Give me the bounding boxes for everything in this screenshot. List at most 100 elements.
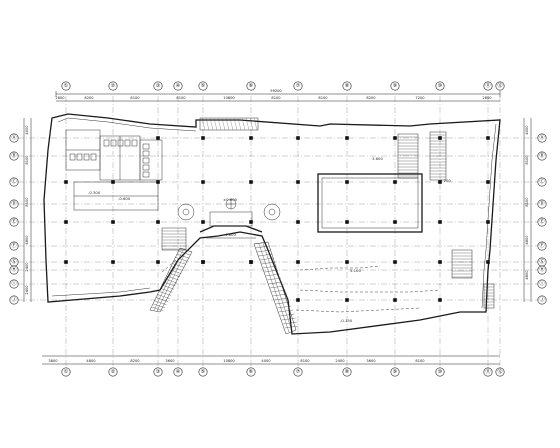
column (393, 220, 397, 224)
top-dim: 7200 (415, 96, 425, 100)
column-axis-label: ③ (156, 83, 160, 89)
right-dim: 4800 (525, 235, 529, 245)
bottom-dim: 2400 (335, 359, 345, 363)
column (486, 136, 490, 140)
left-dim: 4000 (25, 125, 29, 135)
bottom-dim: 3800 (48, 359, 58, 363)
bottom-dim: 8100 (300, 359, 310, 363)
left-dim: 8100 (25, 197, 29, 207)
row-axis-label: Ⓘ (539, 280, 544, 287)
column (296, 298, 300, 302)
column-axis-label: ④ (176, 369, 181, 375)
column-axis-label: ⑨ (393, 369, 397, 375)
column (345, 298, 349, 302)
level-labels: -0.300 ±0.000 4.800 3.600 5.100 -0.600 1… (88, 156, 451, 323)
column-axis-label: ⑫ (497, 368, 502, 375)
right-dim: 4800 (525, 270, 529, 280)
column (345, 180, 349, 184)
row-axis-label: Ⓓ (539, 200, 544, 207)
row-axis-label: Ⓐ (11, 134, 16, 141)
bottom-dim: 3600 (165, 359, 175, 363)
column (111, 260, 115, 264)
column (345, 136, 349, 140)
left-service-block (65, 129, 163, 211)
bottom-dim: 4800 (86, 359, 96, 363)
column (64, 180, 68, 184)
top-dim: 2800 (482, 96, 492, 100)
row-axis-label: Ⓓ (11, 200, 16, 207)
top-dim: 8100 (318, 96, 328, 100)
column-axis-label: ⑥ (249, 369, 254, 375)
column (438, 298, 442, 302)
column-axis-label: ⑨ (393, 83, 397, 89)
column (296, 136, 300, 140)
column-axis-label: ① (64, 83, 69, 89)
row-axis-label: Ⓔ (539, 218, 544, 225)
row-axis-label: Ⓕ (11, 242, 16, 249)
column (393, 298, 397, 302)
column-axis-label: ⑧ (345, 369, 350, 375)
row-axis-label: Ⓖ (11, 258, 16, 265)
top-dim: 8100 (271, 96, 281, 100)
column-axis-label: ⑤ (201, 83, 205, 89)
column (249, 260, 253, 264)
row-axis-label: Ⓙ (539, 296, 544, 303)
column (111, 180, 115, 184)
column (393, 260, 397, 264)
level-label: ±0.000 (223, 197, 238, 202)
column (486, 220, 490, 224)
column (438, 260, 442, 264)
column-axis-label: ③ (156, 369, 160, 375)
column (249, 220, 253, 224)
top-dim: 8200 (366, 96, 376, 100)
column-axis-label: ⑩ (438, 369, 443, 375)
column (201, 260, 205, 264)
column (345, 260, 349, 264)
level-label: 1.200 (440, 178, 451, 183)
building-outline (43, 113, 501, 335)
column-axis-label: ⑧ (345, 83, 350, 89)
top-dim: 8100 (176, 96, 186, 100)
column (64, 260, 68, 264)
column (486, 260, 490, 264)
row-axis-label: Ⓙ (11, 296, 16, 303)
column (438, 180, 442, 184)
left-dim: 2400 (25, 262, 29, 272)
left-dimension-chain: 4000 8100 8100 4800 2400 2400 (23, 118, 32, 302)
left-dim: 4800 (25, 235, 29, 245)
bottom-dimension-chain: 3800 4800 8200 3600 10800 4000 8100 2400… (42, 355, 500, 365)
column (64, 220, 68, 224)
bottom-dim: 4000 (261, 359, 271, 363)
overall-dimension: 99200 (55, 89, 501, 97)
column (486, 180, 490, 184)
bottom-dim: 3600 (366, 359, 376, 363)
column-axis-label: ② (111, 83, 116, 89)
column-axis-label: ⑦ (296, 369, 301, 375)
column-axis-label: ① (64, 369, 69, 375)
left-dim: 8100 (25, 155, 29, 165)
row-axis-label: Ⓑ (11, 152, 16, 159)
skylight-hatch (199, 117, 259, 131)
column (393, 136, 397, 140)
level-label: -0.150 (340, 318, 353, 323)
column (201, 136, 205, 140)
column-axis-label: ⑥ (249, 83, 254, 89)
column (296, 220, 300, 224)
column (438, 136, 442, 140)
spiral-stairs (177, 198, 281, 221)
row-axis-label: Ⓒ (11, 178, 16, 185)
dashed-outlines (161, 259, 441, 313)
row-axis-label: Ⓑ (539, 152, 544, 159)
level-label: 3.600 (372, 156, 383, 161)
left-dim: 2400 (25, 285, 29, 295)
right-dim: 4000 (525, 125, 529, 135)
overall-dim-text: 99200 (270, 89, 282, 93)
column-axis-label: ⑤ (201, 369, 205, 375)
column-axis-label: ⑪ (485, 82, 490, 89)
entrance-bridge (199, 211, 263, 239)
column (296, 260, 300, 264)
column (156, 220, 160, 224)
